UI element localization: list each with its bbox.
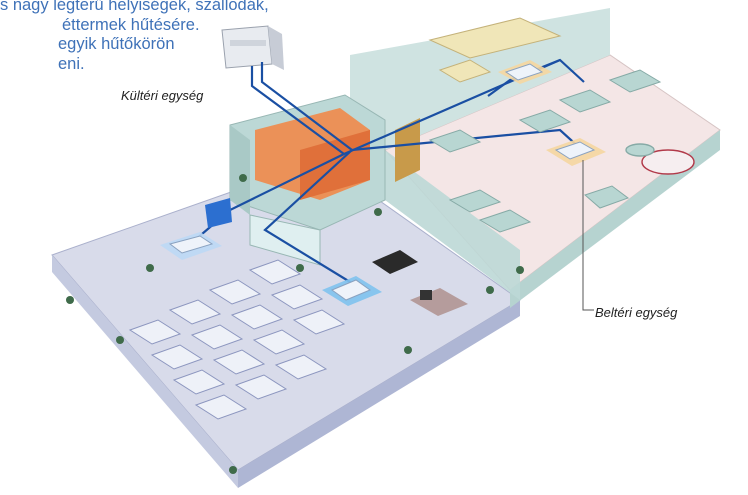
- intro-line-4: eni.: [58, 54, 85, 73]
- blue-wall-unit: [205, 198, 232, 228]
- right-back-wall: [350, 8, 610, 150]
- indoor-unit-label: Beltéri egység: [595, 305, 678, 320]
- office-workstations: [128, 259, 346, 420]
- indoor-unit-center: [322, 276, 382, 306]
- front-wall-right: [238, 300, 520, 488]
- lounge-furniture: [428, 17, 562, 83]
- right-partition: [385, 150, 520, 300]
- indoor-unit-right: [546, 138, 606, 166]
- indoor-unit-leader: [582, 160, 594, 311]
- intro-line-3: egyik hűtőkörön: [58, 35, 175, 53]
- round-tables: [625, 143, 695, 175]
- indoor-unit-top: [498, 60, 552, 84]
- indoor-unit-left: [160, 232, 222, 260]
- restaurant-booths: [428, 69, 662, 233]
- outdoor-unit: [221, 25, 284, 70]
- intro-line-1: s nagy légterű helyiségek, szállodák,: [0, 0, 269, 14]
- wood-door: [395, 118, 420, 182]
- reception-desk: [410, 288, 468, 316]
- potted-plants: [66, 174, 524, 474]
- core-wall-side: [230, 125, 250, 215]
- refrigerant-pipes: [194, 58, 585, 286]
- lounge-sofa: [372, 250, 418, 274]
- outdoor-unit-label: Kültéri egység: [121, 88, 204, 103]
- intro-text: s nagy légterű helyiségek, szállodák, ét…: [0, 0, 269, 74]
- intro-line-2: éttermek hűtésére.: [62, 15, 200, 34]
- front-wall-left: [52, 255, 238, 488]
